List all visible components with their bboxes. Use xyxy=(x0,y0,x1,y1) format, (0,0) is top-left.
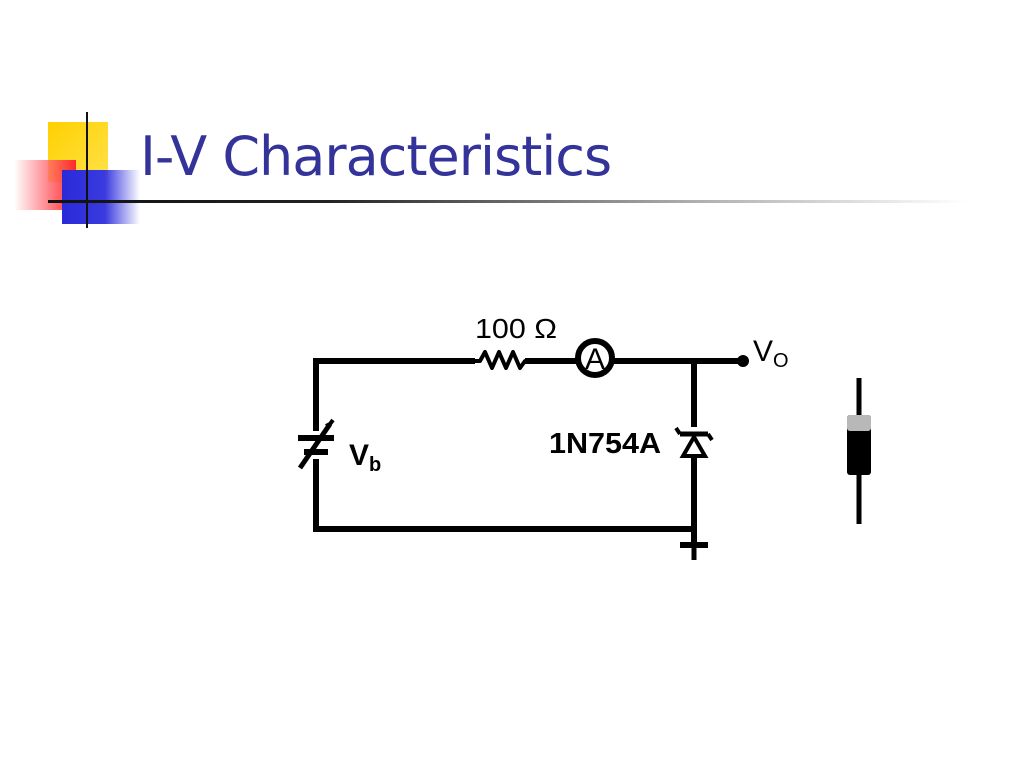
resistor-icon xyxy=(470,350,530,370)
slide-title: I-V Characteristics xyxy=(140,125,612,188)
decor-blue-square xyxy=(62,170,140,224)
output-label-main: V xyxy=(753,335,773,368)
resistor-label: 100 Ω xyxy=(475,313,557,344)
source-label: Vb xyxy=(349,439,381,476)
zener-diode-icon xyxy=(674,426,714,458)
diode-package-icon xyxy=(847,378,871,524)
output-label: VO xyxy=(753,335,789,372)
ammeter-icon xyxy=(575,338,615,378)
output-label-subscript: O xyxy=(773,350,789,372)
title-underline xyxy=(48,200,968,203)
source-label-main: V xyxy=(349,439,369,472)
ground-icon xyxy=(680,542,708,560)
decor-vertical-line xyxy=(86,112,88,228)
diode-part-label: 1N754A xyxy=(549,428,661,460)
output-terminal-icon xyxy=(737,355,749,367)
ammeter-label: A xyxy=(585,343,605,376)
source-label-subscript: b xyxy=(369,454,381,476)
variable-battery-icon xyxy=(297,418,335,470)
